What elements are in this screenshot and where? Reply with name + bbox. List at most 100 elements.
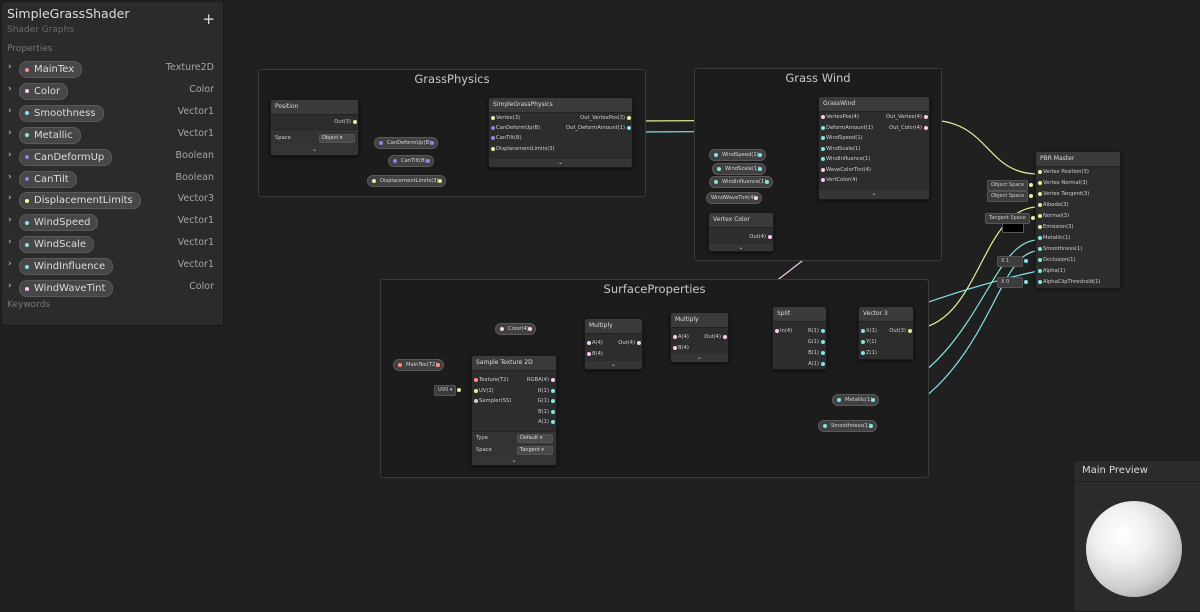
expand-arrow-icon[interactable]: ›: [8, 237, 12, 248]
property-pill[interactable]: DisplacementLimits: [19, 192, 141, 210]
property-can-tilt[interactable]: CanTilt(B): [388, 155, 434, 167]
preview-sphere[interactable]: [1086, 501, 1182, 597]
port-in[interactable]: VertColor(4): [821, 175, 857, 185]
port-out[interactable]: Out(3): [334, 117, 357, 127]
uv-channel-dropdown[interactable]: UV0 ▾: [434, 385, 462, 396]
port-out[interactable]: Out_DeformAmount(1): [566, 123, 631, 133]
port-in[interactable]: Metallic(1): [1038, 233, 1070, 243]
port-out[interactable]: A(1): [808, 359, 825, 369]
node-grass-wind[interactable]: GrassWind VertexPos(4) DeformAmount(1) W…: [818, 96, 930, 200]
expand-arrow-icon[interactable]: ›: [8, 171, 12, 182]
port-out[interactable]: G(1): [538, 396, 555, 406]
node-split[interactable]: Split In(4) R(1) G(1) B(1) A(1): [772, 306, 827, 370]
property-metallic[interactable]: Metallic(1): [832, 394, 880, 406]
expand-chevron-icon[interactable]: ⌄: [610, 361, 617, 368]
node-simple-grass-physics[interactable]: SimpleGrassPhysics Vertex(3) CanDeformUp…: [488, 97, 633, 168]
property-main-tex[interactable]: MainTex(T2): [393, 359, 445, 371]
property-pill[interactable]: WindWaveTint: [19, 280, 114, 297]
port-in[interactable]: UV(2): [474, 386, 494, 396]
port-out[interactable]: Out(4): [749, 232, 772, 242]
expand-arrow-icon[interactable]: ›: [8, 127, 12, 138]
blackboard-panel[interactable]: SimpleGrassShader Shader Graphs + Proper…: [1, 1, 224, 326]
property-wind-speed[interactable]: WindSpeed(1): [709, 149, 766, 161]
port-in[interactable]: Z(1): [861, 348, 877, 358]
node-vector3[interactable]: Vector 3 X(1) Y(1) Z(1) Out(3): [858, 306, 914, 360]
expand-arrow-icon[interactable]: ›: [8, 62, 12, 72]
main-preview-panel[interactable]: Main Preview: [1073, 460, 1200, 612]
port-out[interactable]: Out_Color(4): [889, 123, 928, 133]
property-pill[interactable]: Smoothness: [19, 104, 104, 122]
type-dropdown[interactable]: Default ▾: [517, 434, 553, 443]
object-space-chip[interactable]: Object Space: [987, 180, 1034, 191]
port-in[interactable]: X(1): [861, 326, 877, 336]
port-in[interactable]: Y(1): [861, 337, 877, 347]
port-out[interactable]: Out(4): [704, 332, 727, 342]
port-out[interactable]: Out_VertexPos(3): [580, 113, 631, 123]
property-pill[interactable]: Metallic: [19, 126, 81, 144]
space-dropdown[interactable]: Object ▾: [319, 134, 355, 143]
port-in[interactable]: Sampler(SS): [474, 396, 511, 406]
property-pill[interactable]: WindInfluence: [19, 258, 114, 276]
port-out[interactable]: A(1): [538, 417, 555, 427]
property-wind-scale[interactable]: WindScale(1): [712, 163, 767, 175]
alpha-clip-input[interactable]: X 0: [997, 277, 1028, 288]
port-out[interactable]: R(1): [808, 326, 825, 336]
expand-arrow-icon[interactable]: ›: [8, 215, 12, 226]
port-out[interactable]: RGBA(4): [527, 375, 555, 385]
port-in[interactable]: Vertex Position(3): [1038, 167, 1089, 177]
port-out[interactable]: B(1): [808, 348, 825, 358]
port-in[interactable]: Texture(T2): [474, 375, 509, 385]
port-in[interactable]: Albedo(3): [1038, 200, 1068, 210]
port-out[interactable]: G(1): [808, 337, 825, 347]
add-property-button[interactable]: +: [202, 10, 215, 28]
expand-chevron-icon[interactable]: ⌄: [738, 244, 744, 251]
port-in[interactable]: WindInfluence(1): [821, 154, 870, 164]
property-can-deform-up[interactable]: CanDeformUp(B): [374, 137, 439, 149]
expand-arrow-icon[interactable]: ›: [8, 281, 12, 291]
expand-chevron-icon[interactable]: ⌄: [871, 190, 877, 197]
expand-chevron-icon[interactable]: ⌄: [511, 457, 517, 464]
expand-chevron-icon[interactable]: ⌄: [311, 146, 318, 153]
port-in[interactable]: Vertex Tangent(3): [1038, 189, 1089, 199]
property-pill[interactable]: MainTex: [19, 61, 83, 78]
node-multiply[interactable]: Multiply A(4) B(4) Out(4) ⌄: [670, 312, 729, 363]
property-pill[interactable]: CanTilt: [19, 170, 77, 188]
port-in[interactable]: WindScale(1): [821, 144, 860, 154]
port-out[interactable]: B(1): [538, 407, 555, 417]
port-in[interactable]: B(4): [587, 349, 603, 359]
property-pill[interactable]: CanDeformUp: [19, 148, 113, 166]
port-in[interactable]: DisplacementLimits(3): [491, 144, 555, 154]
emission-color-swatch[interactable]: [1002, 223, 1024, 233]
expand-chevron-icon[interactable]: ⌄: [557, 159, 564, 166]
port-in[interactable]: WaveColorTint(4): [821, 165, 871, 175]
expand-arrow-icon[interactable]: ›: [8, 259, 12, 270]
port-in[interactable]: Vertex Normal(3): [1038, 178, 1087, 188]
port-in[interactable]: Emission(3): [1038, 222, 1073, 232]
port-in[interactable]: Vertex(3): [491, 113, 520, 123]
expand-arrow-icon[interactable]: ›: [8, 193, 12, 204]
property-pill[interactable]: WindScale: [19, 236, 95, 254]
node-multiply[interactable]: Multiply A(4) B(4) Out(4) ⌄: [584, 318, 643, 370]
port-in[interactable]: Normal(3): [1038, 211, 1069, 221]
node-vertex-color[interactable]: Vertex Color Out(4) ⌄: [708, 212, 774, 252]
group-surface-properties[interactable]: SurfaceProperties: [380, 279, 929, 478]
port-in[interactable]: Occlusion(1): [1038, 255, 1075, 265]
port-in[interactable]: CanTilt(B): [491, 133, 522, 143]
space-dropdown[interactable]: Tangent ▾: [517, 446, 553, 455]
expand-arrow-icon[interactable]: ›: [8, 83, 12, 94]
expand-arrow-icon[interactable]: ›: [8, 149, 12, 160]
property-wind-influence[interactable]: WindInfluence(1): [709, 176, 774, 188]
occlusion-input[interactable]: X 1: [997, 256, 1028, 267]
property-color[interactable]: Color(4): [495, 323, 536, 335]
port-out[interactable]: R(1): [538, 386, 555, 396]
port-in[interactable]: DeformAmount(1): [821, 123, 873, 133]
